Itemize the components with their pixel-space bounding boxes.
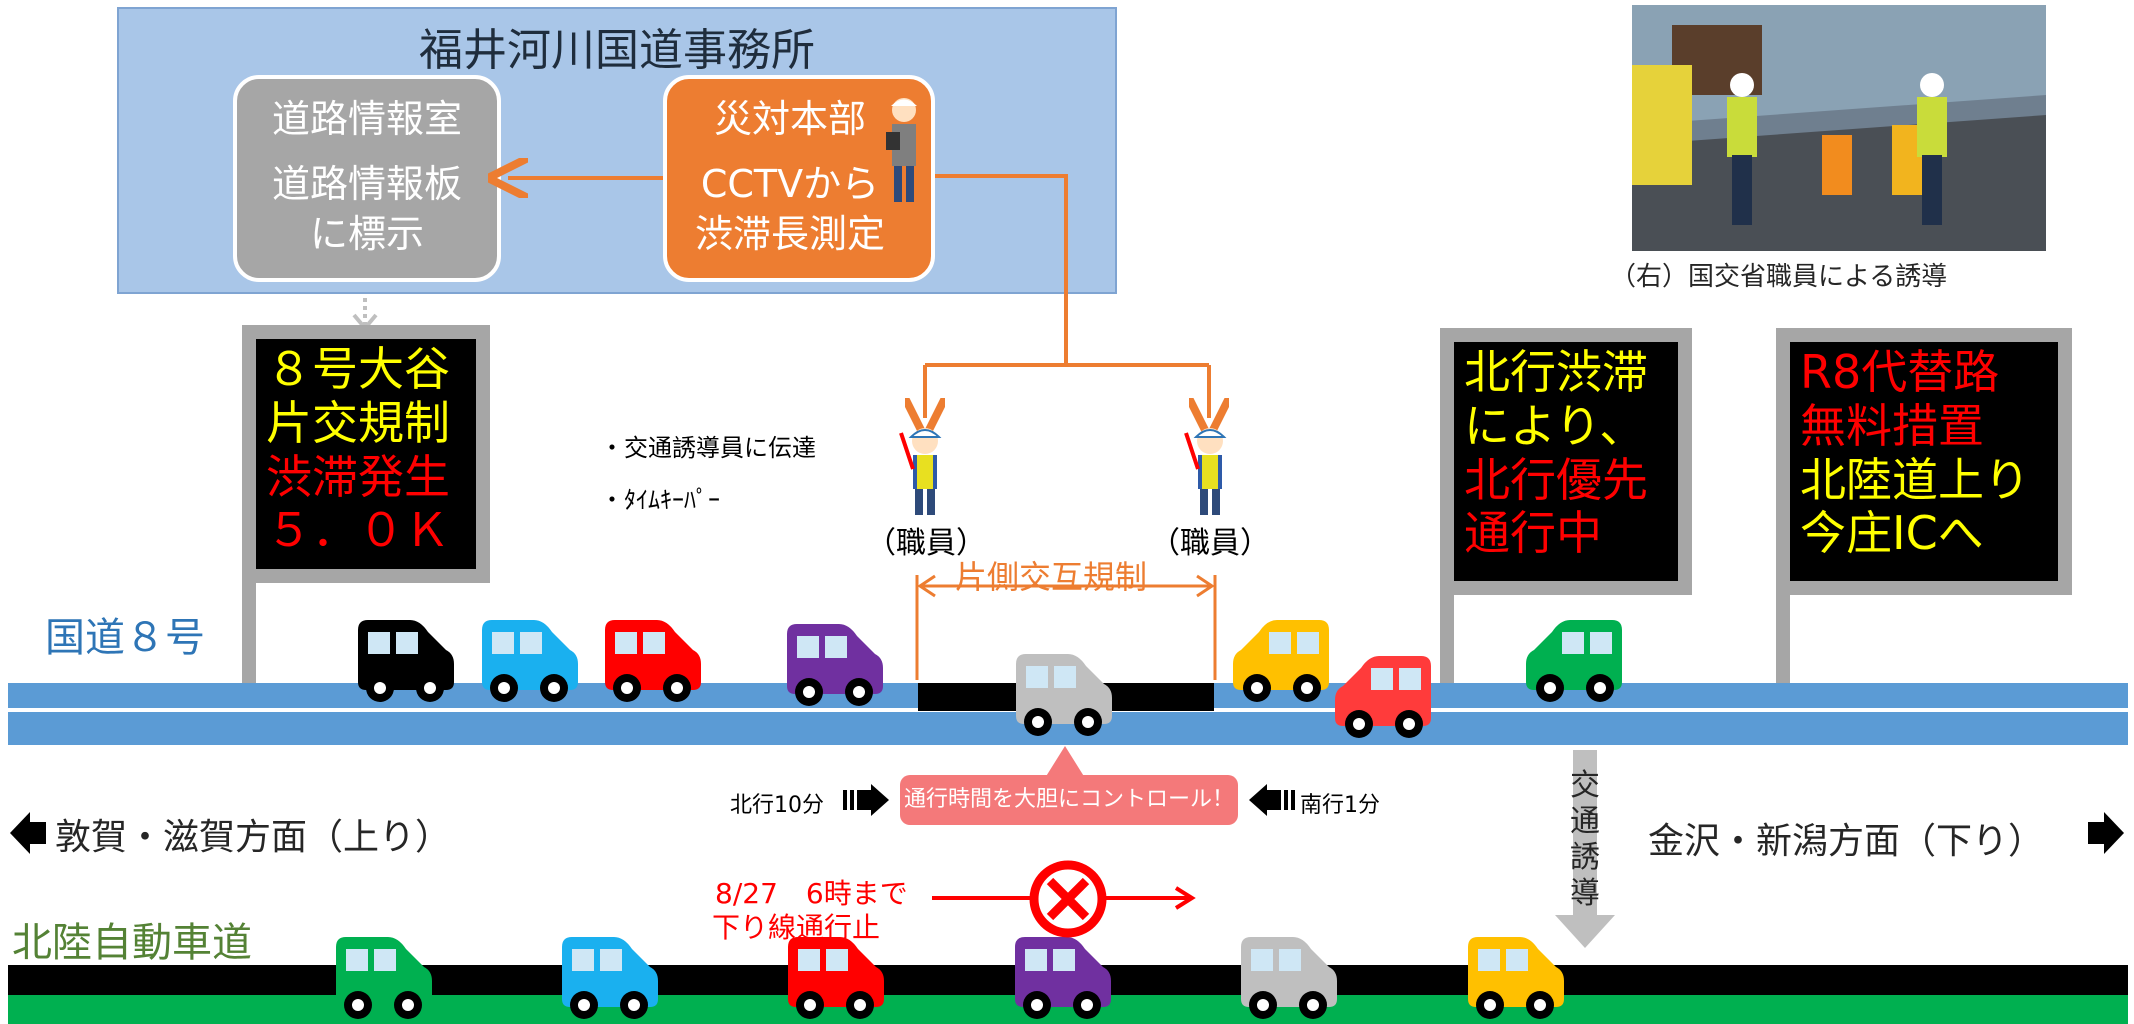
- guidance-arrow: [1555, 750, 1615, 948]
- hq-box: [663, 75, 935, 282]
- office-title: 福井河川国道事務所: [419, 25, 815, 76]
- direction-left: 敦賀・滋賀方面（上り）: [55, 817, 452, 858]
- photo-caption: （右）国交省職員による誘導: [1610, 262, 1948, 292]
- car-icon: [358, 620, 454, 702]
- info-room-line: 道路情報板: [271, 162, 462, 206]
- sign-line: 北行優先: [1464, 452, 1648, 507]
- sign-line: 今庄ICへ: [1800, 506, 1984, 561]
- car-icon: [1015, 937, 1111, 1019]
- sign-line: ８号大谷: [266, 342, 450, 396]
- control-badge: 通行時間を大胆にコントロール！: [900, 775, 1238, 825]
- closure-line: 下り線通行止: [712, 911, 881, 944]
- car-icon: [482, 620, 578, 702]
- direction-right: 金沢・新潟方面（下り）: [1648, 821, 2045, 862]
- expressway-label: 北陸自動車道: [12, 920, 252, 966]
- one-side-label: 片側交互規制: [955, 558, 1148, 596]
- sign-line: 無料措置: [1800, 398, 1984, 453]
- sign-line: 北行渋滞: [1464, 345, 1648, 399]
- sign-pole: [1776, 590, 1790, 685]
- staff-worker-icon: [899, 428, 942, 515]
- badge-pointer: [1045, 746, 1085, 778]
- note-timekeeper: ・ﾀｲﾑｷｰﾊﾟｰ: [600, 486, 720, 514]
- car-icon: [1233, 620, 1329, 702]
- guidance-label: 交通誘導: [1570, 768, 1600, 911]
- car-icon: [1526, 620, 1622, 702]
- car-icon: [1468, 937, 1564, 1019]
- car-icon: [562, 937, 658, 1019]
- car-icon: [605, 620, 701, 702]
- phone-worker-icon: [886, 98, 917, 202]
- sign-line: 片交規制: [266, 395, 450, 450]
- staff-label: （職員）: [1150, 526, 1270, 561]
- sign-line: 渋滞発生: [266, 449, 450, 504]
- photo-traffic-guidance: [1632, 5, 2046, 251]
- vms-sign-3: R8代替路 無料措置 北陸道上り 今庄ICへ: [1776, 328, 2072, 595]
- hq-line: 災対本部: [713, 97, 866, 141]
- info-room-box: [233, 75, 501, 282]
- arrow-left-icon: [1249, 784, 1295, 816]
- sign-line: ５．０Ｋ: [266, 503, 450, 558]
- south-time: 南行1分: [1300, 793, 1380, 818]
- closure-line: 8/27 6時まで: [715, 877, 908, 910]
- hq-line: CCTVから: [700, 162, 880, 206]
- vms-sign-1: ８号大谷 片交規制 渋滞発生 ５．０Ｋ: [242, 325, 490, 583]
- arrow-right-icon: [2088, 812, 2124, 854]
- sign-line: により、: [1464, 398, 1646, 453]
- sign-line: R8代替路: [1800, 345, 2000, 399]
- info-room-line: に標示: [309, 212, 424, 256]
- car-icon: [787, 624, 883, 706]
- staff-label: （職員）: [866, 526, 986, 561]
- staff-worker-icon: [1184, 428, 1227, 515]
- sign-pole: [242, 560, 256, 685]
- car-icon: [1241, 937, 1337, 1019]
- sign-line: 北陸道上り: [1800, 452, 2030, 507]
- vms-sign-2: 北行渋滞 により、 北行優先 通行中: [1440, 328, 1692, 595]
- no-entry-icon: [1029, 860, 1107, 938]
- arrow-right-icon: [843, 784, 889, 816]
- note-relay: ・交通誘導員に伝達: [600, 434, 816, 462]
- sign-pole: [1440, 590, 1454, 685]
- sign-line: 通行中: [1464, 506, 1602, 561]
- car-icon: [1016, 654, 1112, 736]
- car-icon: [1335, 656, 1431, 738]
- hq-line: 渋滞長測定: [694, 212, 885, 256]
- route8-label: 国道８号: [45, 615, 205, 661]
- car-icon: [336, 937, 432, 1019]
- north-time: 北行10分: [730, 793, 824, 818]
- arrow-left-icon: [10, 812, 46, 854]
- info-room-line: 道路情報室: [271, 97, 462, 141]
- car-icon: [788, 937, 884, 1019]
